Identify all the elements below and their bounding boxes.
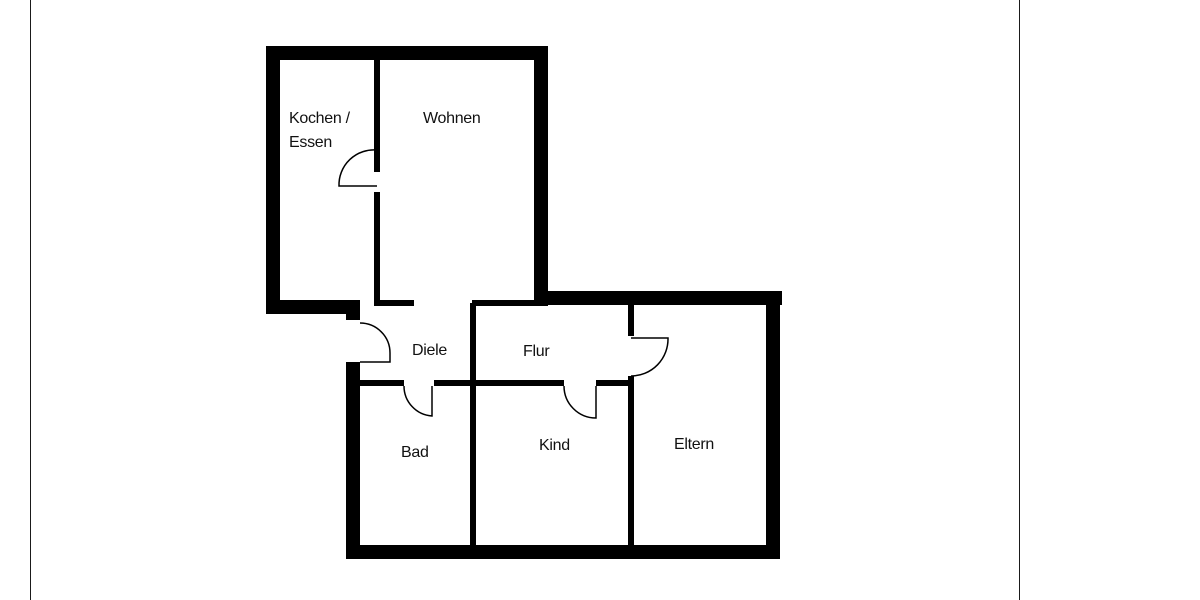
- wall-right-lower: [766, 291, 780, 559]
- wall-bottom: [346, 545, 780, 559]
- door-entrance-swing: [359, 322, 391, 363]
- room-label-kochen-line1: Kochen /: [289, 110, 351, 127]
- wall-corridor-parents-lower: [628, 376, 634, 545]
- wall-kitchen-living-lower: [374, 192, 380, 300]
- exterior-walls: [266, 46, 782, 559]
- interior-walls: [360, 60, 634, 545]
- door-kitchen-living-swing: [338, 149, 378, 187]
- door-swings: [338, 149, 669, 419]
- wall-hall-corridor: [470, 303, 476, 380]
- room-label-eltern: Eltern: [674, 436, 714, 453]
- wall-left-upper: [266, 46, 280, 314]
- wall-bath-child-top: [434, 380, 564, 386]
- door-bath-swing: [403, 385, 433, 417]
- wall-corridor-parents-upper: [628, 303, 634, 336]
- wall-entrance-stub: [346, 300, 360, 320]
- room-label-diele: Diele: [412, 342, 447, 359]
- room-label-kochen-line2: Essen: [289, 134, 332, 151]
- wall-top-lower: [534, 291, 782, 305]
- room-label-flur: Flur: [523, 343, 550, 360]
- wall-bath-child: [470, 383, 476, 545]
- wall-living-hall: [374, 300, 414, 306]
- wall-bath-top-left: [360, 380, 404, 386]
- room-label-wohnen: Wohnen: [423, 110, 481, 127]
- wall-right-upper: [534, 46, 548, 306]
- room-label-bad: Bad: [401, 444, 429, 461]
- door-parents-swing: [630, 337, 669, 377]
- wall-top-upper: [266, 46, 548, 60]
- wall-living-corridor: [472, 300, 534, 306]
- room-label-kind: Kind: [539, 437, 570, 454]
- door-child-swing: [563, 385, 597, 419]
- right-frame-line: [1019, 0, 1020, 600]
- left-frame-line: [30, 0, 31, 600]
- room-labels: Kochen / Essen Wohnen Diele Flur Bad Kin…: [289, 110, 714, 461]
- wall-left-lower: [346, 362, 360, 559]
- wall-child-top-right: [596, 380, 630, 386]
- wall-kitchen-living-upper: [374, 60, 380, 172]
- wall-bottom-kitchen: [266, 300, 360, 314]
